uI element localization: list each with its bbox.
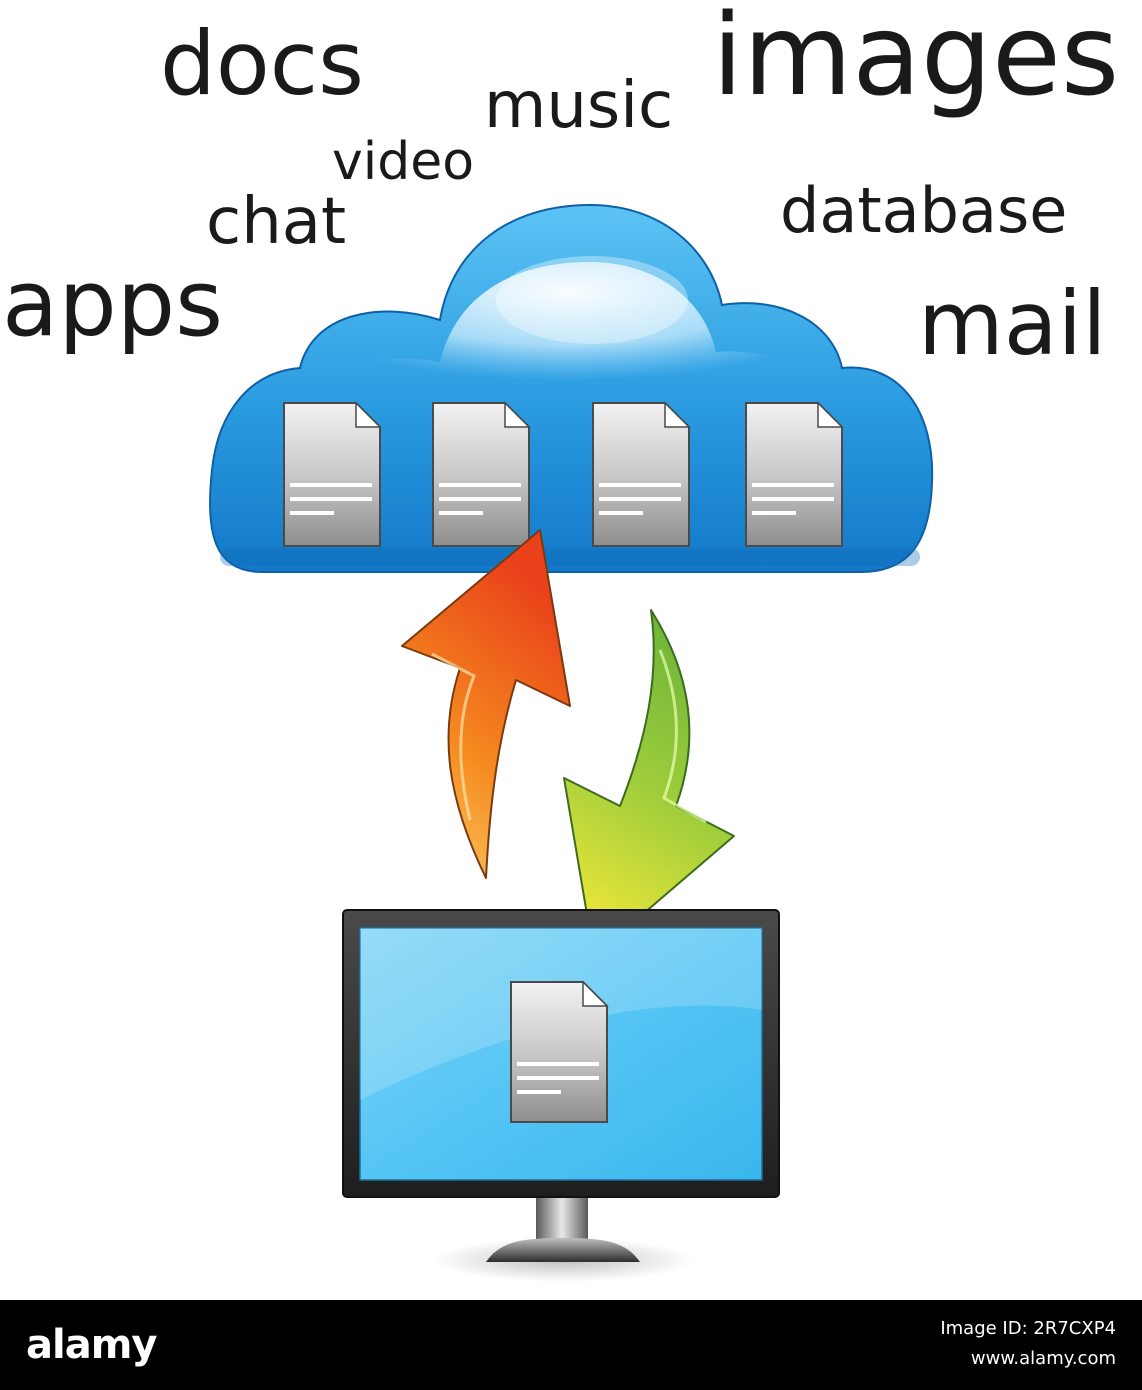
word-docs: docs — [160, 12, 364, 115]
word-video: video — [332, 132, 475, 192]
document-icon — [432, 401, 531, 547]
document-icon — [283, 401, 382, 547]
download-arrow-icon — [563, 609, 735, 957]
word-chat: chat — [206, 185, 347, 259]
word-apps: apps — [2, 250, 224, 357]
document-icon — [745, 401, 844, 547]
footer-bar: alamy Image ID: 2R7CXP4 www.alamy.com — [0, 1300, 1142, 1390]
brand-logo: alamy — [26, 1322, 157, 1368]
document-icon — [510, 980, 609, 1123]
cloud-sync-illustration — [209, 203, 934, 1282]
word-music: music — [484, 69, 674, 143]
upload-arrow-icon — [401, 529, 571, 879]
image-id-label: Image ID: 2R7CXP4 — [940, 1318, 1116, 1339]
footer-url: www.alamy.com — [970, 1348, 1116, 1369]
word-mail: mail — [918, 272, 1107, 375]
document-icon — [592, 401, 691, 547]
word-database: database — [780, 174, 1068, 247]
word-images: images — [712, 0, 1120, 121]
